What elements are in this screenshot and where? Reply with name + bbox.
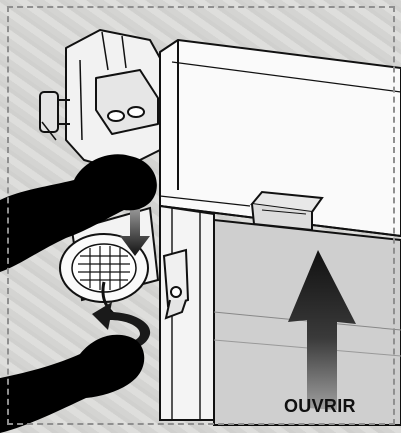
limit-switch-box xyxy=(164,250,188,318)
lower-hand-silhouette xyxy=(0,335,144,433)
open-label: OUVRIR xyxy=(284,396,356,417)
curtain-handle xyxy=(252,192,322,230)
motor-assembly xyxy=(40,30,160,170)
